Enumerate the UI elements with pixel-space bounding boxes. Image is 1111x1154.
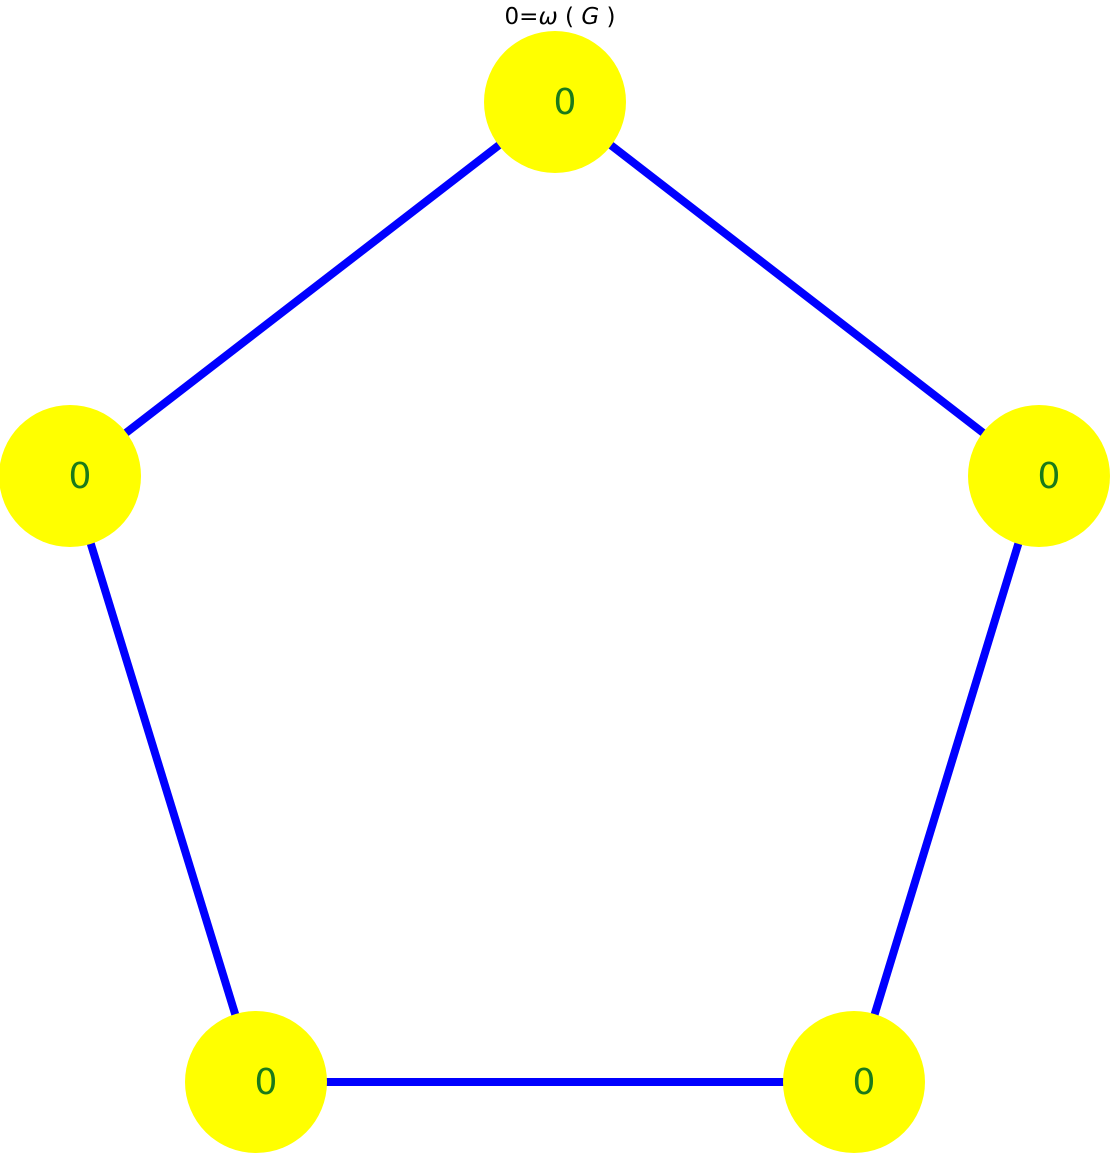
- node-circle: [968, 405, 1110, 547]
- node-bottom-right: 0: [783, 1011, 925, 1153]
- title-close: ): [599, 4, 615, 30]
- node-circle: [185, 1011, 327, 1153]
- node-label: 0: [554, 82, 577, 123]
- node-label: 0: [255, 1062, 278, 1103]
- node-label: 0: [1038, 456, 1061, 497]
- node-label: 0: [853, 1062, 876, 1103]
- node-circle: [484, 31, 626, 173]
- edge-top-right: [552, 98, 1042, 480]
- node-right: 0: [968, 405, 1110, 547]
- title-prefix: 0=: [505, 4, 539, 30]
- edges-layer: [66, 98, 1043, 1086]
- node-circle: [783, 1011, 925, 1153]
- edge-right-bottom-right: [850, 474, 1043, 1084]
- node-label: 0: [69, 456, 92, 497]
- node-top: 0: [484, 31, 626, 173]
- node-circle: [0, 405, 141, 547]
- edge-left-top: [67, 98, 558, 480]
- graph-title: 0=ω ( G ): [505, 4, 616, 30]
- nodes-layer: 0 0 0 0 0: [0, 31, 1110, 1153]
- node-left: 0: [0, 405, 141, 547]
- title-graph: G: [581, 4, 599, 30]
- title-symbol: ω: [538, 4, 557, 30]
- node-bottom-left: 0: [185, 1011, 327, 1153]
- edge-bottom-left-left: [66, 474, 260, 1084]
- title-open: (: [558, 4, 582, 30]
